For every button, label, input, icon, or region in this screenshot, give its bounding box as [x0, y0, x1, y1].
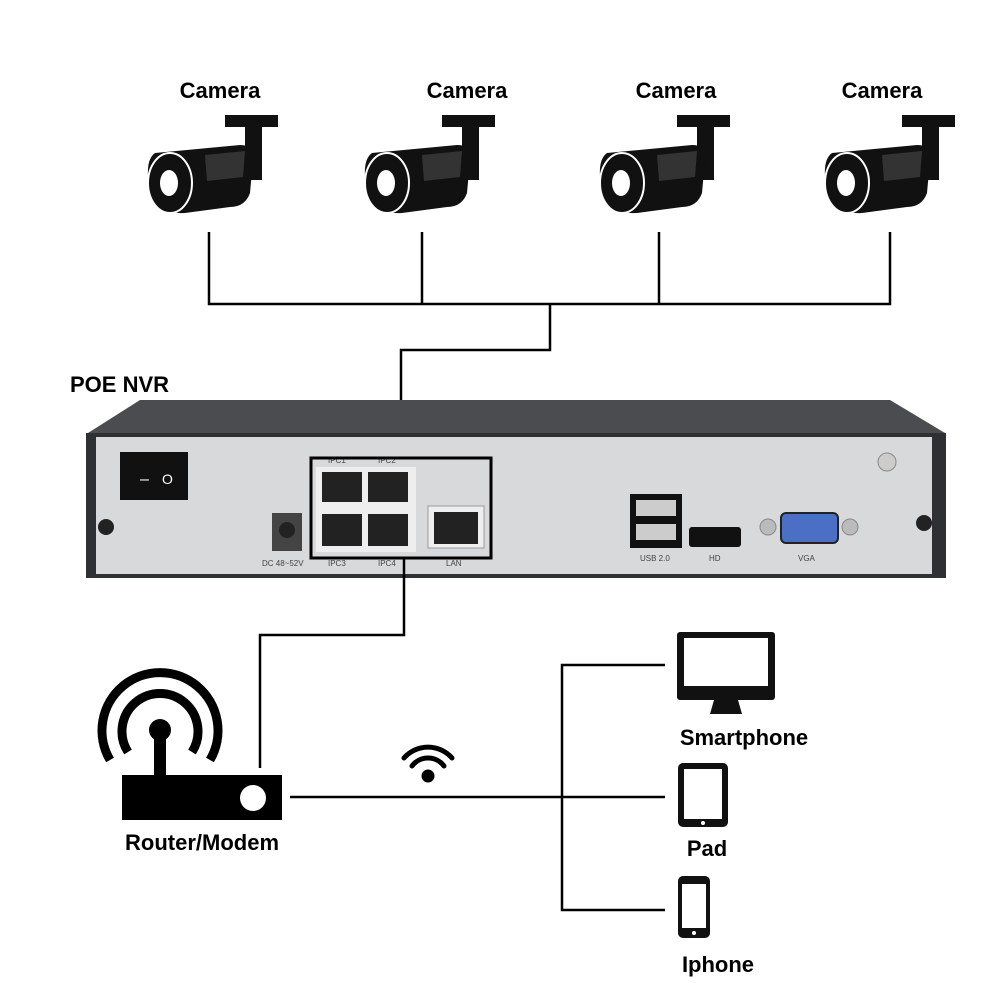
- dc-label: DC 48~52V: [262, 559, 304, 568]
- camera-label: Camera: [636, 78, 717, 103]
- screw-icon: [916, 515, 932, 531]
- camera-label: Camera: [427, 78, 508, 103]
- poe-ports-highlight: [309, 456, 493, 560]
- usb-label: USB 2.0: [640, 554, 670, 563]
- lan-port: [434, 512, 478, 544]
- router-label: Router/Modem: [125, 830, 279, 855]
- screw-icon: [98, 519, 114, 535]
- device-label: Pad: [687, 836, 727, 861]
- ipc1-label: IPC1: [328, 456, 346, 465]
- phone-icon: [678, 876, 710, 938]
- lan-label: LAN: [446, 559, 462, 568]
- device-label: Iphone: [682, 952, 754, 977]
- camera-wiring: [207, 232, 892, 460]
- camera-icon: [146, 114, 279, 215]
- tablet-icon: [678, 763, 728, 827]
- camera-4: Camera: [823, 78, 956, 215]
- power-switch: [120, 452, 188, 500]
- nvr-device: – O DC 48~52V IPC1 IPC2 IPC3 IPC4 LAN US…: [86, 400, 946, 578]
- camera-icon: [363, 114, 496, 215]
- nvr-label: POE NVR: [70, 372, 169, 397]
- ipc4-port: [368, 514, 408, 546]
- switch-on-mark: O: [162, 471, 173, 487]
- switch-off-mark: –: [140, 471, 149, 488]
- ipc1-port: [322, 472, 362, 502]
- ipc3-port: [322, 514, 362, 546]
- device-label: Smartphone: [680, 725, 808, 750]
- wifi-icon: [401, 744, 455, 783]
- hdmi-port: [689, 527, 741, 547]
- camera-label: Camera: [180, 78, 261, 103]
- camera-icon: [823, 114, 956, 215]
- ipc4-label: IPC4: [378, 559, 396, 568]
- camera-2: Camera: [363, 78, 508, 215]
- ipc2-port: [368, 472, 408, 502]
- monitor-icon: [677, 632, 775, 714]
- camera-label: Camera: [842, 78, 923, 103]
- lan-wiring: [258, 558, 665, 912]
- vga-port: [780, 512, 839, 544]
- camera-3: Camera: [598, 78, 731, 215]
- ground-screw-icon: [877, 452, 897, 472]
- camera-icon: [598, 114, 731, 215]
- hd-label: HD: [709, 554, 721, 563]
- camera-1: Camera: [146, 78, 279, 215]
- router-icon: [97, 668, 282, 820]
- ipc3-label: IPC3: [328, 559, 346, 568]
- ipc2-label: IPC2: [378, 456, 396, 465]
- vga-label: VGA: [798, 554, 816, 563]
